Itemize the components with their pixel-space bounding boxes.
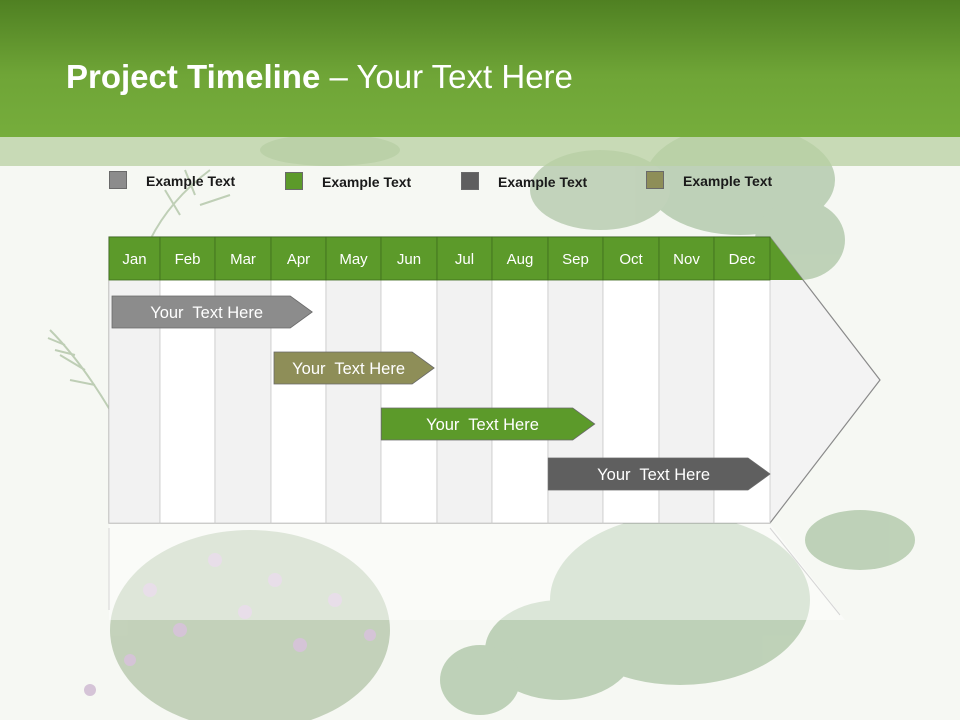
- legend-label-3: Example Text: [498, 174, 588, 190]
- page-title: Project Timeline – Your Text Here: [66, 58, 573, 96]
- legend-swatch-1: [109, 171, 127, 189]
- task-label-4: Your Text Here: [597, 466, 710, 484]
- month-cell-aug: [491, 236, 549, 281]
- month-column-jun: [380, 279, 438, 524]
- lavender-silhouette: [84, 530, 390, 720]
- fern-silhouette-left: [47, 169, 231, 411]
- month-cell-mar: [214, 236, 272, 281]
- title-rest: – Your Text Here: [320, 58, 573, 95]
- task-bar-4: Your Text Here: [547, 457, 771, 491]
- month-label-may: May: [339, 251, 368, 268]
- legend-label-4: Example Text: [683, 173, 773, 189]
- task-label-1: Your Text Here: [150, 304, 263, 322]
- month-label-feb: Feb: [175, 251, 201, 268]
- month-cell-jan: [108, 236, 161, 281]
- month-column-may: [325, 279, 382, 524]
- month-cell-jul: [436, 236, 493, 281]
- month-label-aug: Aug: [507, 251, 534, 268]
- month-header-row: Jan Feb Mar Apr May Jun Jul Aug Sep Oct Nov Dec: [108, 236, 771, 281]
- task-arrow-3: [380, 407, 596, 441]
- legend-label-1: Example Text: [146, 173, 236, 189]
- month-cell-feb: [159, 236, 216, 281]
- month-label-mar: Mar: [230, 251, 256, 268]
- legend-swatch-4: [646, 171, 664, 189]
- month-label-dec: Dec: [729, 251, 756, 268]
- reflection-edge-right: [769, 527, 841, 616]
- task-arrow-1: [111, 295, 313, 329]
- month-cell-sep: [547, 236, 604, 281]
- month-header-cap: [770, 237, 803, 280]
- task-bar-3: Your Text Here: [380, 407, 596, 441]
- task-bar-1: Your Text Here: [111, 295, 313, 329]
- month-cell-may: [325, 236, 382, 281]
- month-cell-oct: [602, 236, 660, 281]
- month-label-nov: Nov: [673, 251, 700, 268]
- month-label-jan: Jan: [122, 251, 146, 268]
- month-cell-jun: [380, 236, 438, 281]
- herb-silhouette-right: [440, 125, 915, 715]
- header-banner: [0, 0, 960, 137]
- legend-swatch-2: [285, 172, 303, 190]
- legend-swatch-3: [461, 172, 479, 190]
- reflection-shape: [109, 524, 845, 620]
- month-label-apr: Apr: [287, 251, 310, 268]
- legend-label-2: Example Text: [322, 174, 412, 190]
- task-arrow-4: [547, 457, 771, 491]
- header-band: [0, 137, 960, 166]
- month-cell-dec: [713, 236, 771, 281]
- title-bold: Project Timeline: [66, 58, 321, 95]
- task-bar-2: Your Text Here: [273, 351, 435, 385]
- task-label-2: Your Text Here: [292, 360, 405, 378]
- month-label-jul: Jul: [455, 251, 474, 268]
- month-label-jun: Jun: [397, 251, 421, 268]
- month-label-oct: Oct: [619, 251, 643, 268]
- task-arrow-2: [273, 351, 435, 385]
- month-column-aug: [491, 279, 549, 524]
- month-label-sep: Sep: [562, 251, 589, 268]
- timeline-reflection: [108, 524, 845, 620]
- month-column-jul: [436, 279, 493, 524]
- task-label-3: Your Text Here: [426, 416, 539, 434]
